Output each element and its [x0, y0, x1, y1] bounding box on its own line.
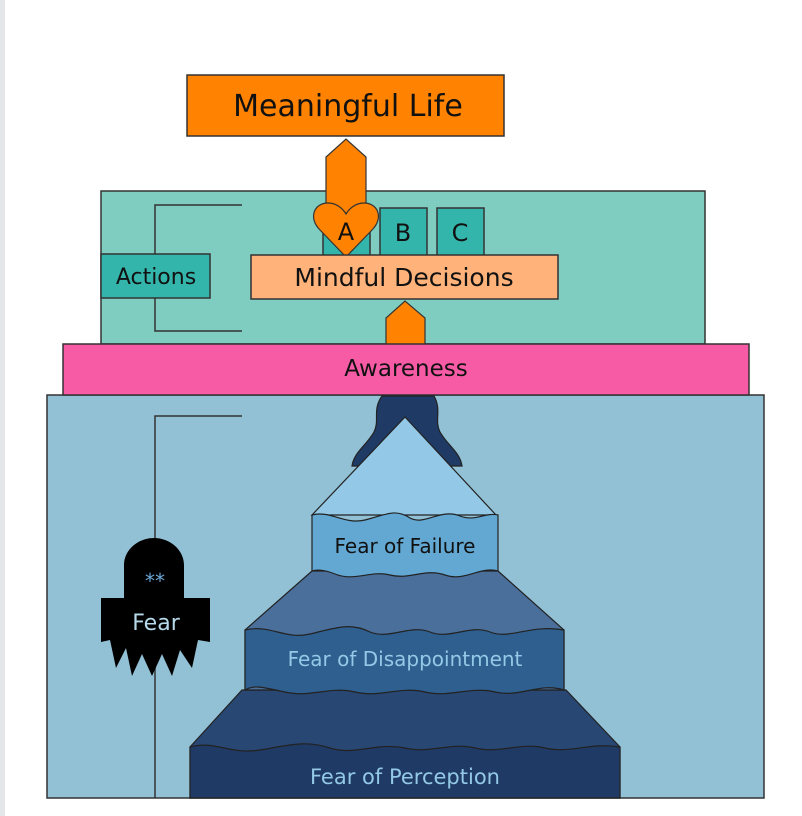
- card-edge: [0, 0, 5, 816]
- heart-icon: [312, 202, 380, 258]
- fear-monster-icon: ** Fear: [101, 538, 210, 676]
- option-b-label: B: [395, 219, 411, 247]
- layer-perception-label: Fear of Perception: [310, 765, 500, 789]
- mindful-decisions-box: [250, 254, 559, 300]
- layer-failure-label: Fear of Failure: [335, 534, 476, 558]
- mindful-decisions-label: Mindful Decisions: [294, 263, 513, 292]
- actions-label: Actions: [116, 265, 196, 290]
- monster-eyes: **: [145, 569, 165, 593]
- meaningful-life-label: Meaningful Life: [233, 89, 463, 124]
- option-box-c[interactable]: [436, 207, 485, 257]
- layer-disappointment: [244, 626, 565, 695]
- awareness-bar: [62, 343, 750, 396]
- layer-failure: [311, 512, 499, 578]
- meaningful-life-box: [186, 74, 505, 137]
- awareness-label: Awareness: [344, 356, 468, 382]
- layer-disappointment-label: Fear of Disappointment: [288, 647, 523, 671]
- arrow-up-to-goal: [325, 138, 367, 214]
- option-a-label: A: [338, 218, 355, 246]
- option-c-label: C: [452, 219, 469, 247]
- actions-box: [100, 253, 211, 299]
- fear-label: Fear: [132, 611, 180, 636]
- fear-bracket: [154, 415, 242, 798]
- layer-perception: [189, 743, 621, 799]
